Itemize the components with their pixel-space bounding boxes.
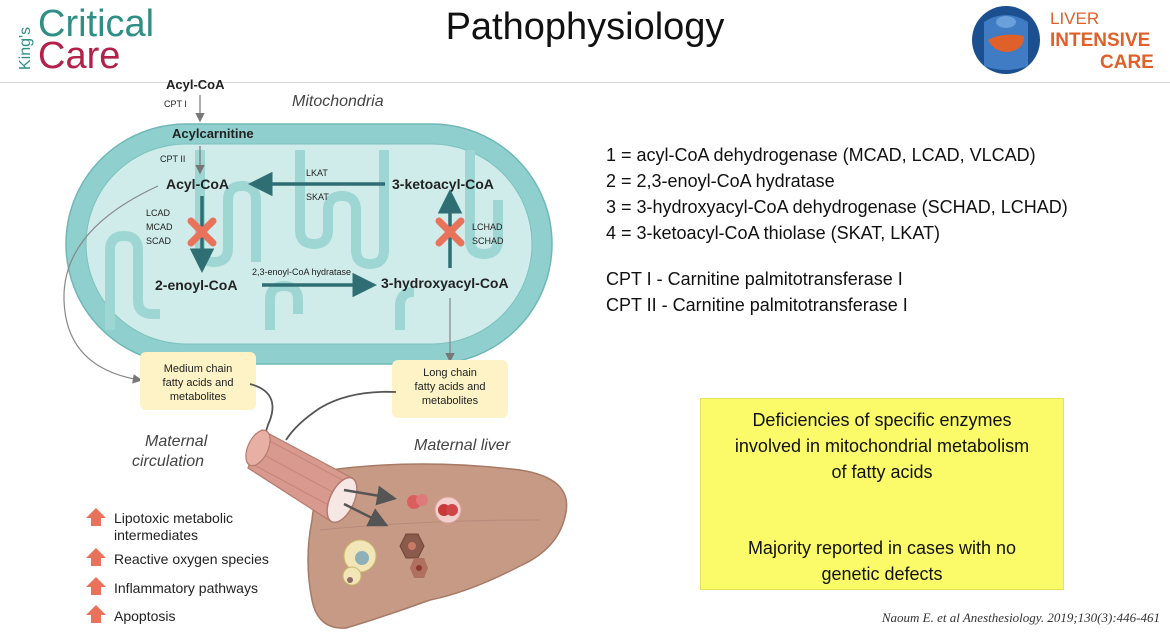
maternal-circulation-line2: circulation [132,453,204,470]
acyl-coa-node: Acyl-CoA [166,176,229,192]
up-arrow-icon [86,577,106,595]
outcome-item: Lipotoxic metabolic intermediates [86,508,233,543]
skat-label: SKAT [306,192,329,202]
acylcarnitine-label: Acylcarnitine [172,126,254,141]
logo-kings-text: King's [17,27,34,70]
legend-item: 1 = acyl-CoA dehydrogenase (MCAD, LCAD, … [606,145,1036,165]
legend-item: 3 = 3-hydroxyacyl-CoA dehydrogenase (SCH… [606,197,1068,217]
long-chain-box: Long chain fatty acids and metabolites [392,360,508,418]
long-chain-connector [285,390,397,441]
block-x-icon [187,217,217,247]
lkat-label: LKAT [306,168,328,178]
ketoacyl-coa-node: 3-ketoacyl-CoA [392,176,494,192]
legend-cpt-item: CPT I - Carnitine palmitotransferase I [606,269,903,289]
medium-chain-line1: Medium chain [164,363,232,375]
outcome-label-line2: intermediates [114,527,198,543]
long-chain-line3: metabolites [422,395,479,407]
cpt2-label: CPT II [160,154,185,164]
block-x-icon [435,217,465,247]
page-title: Pathophysiology [445,6,725,48]
mcad-label: MCAD [146,222,173,232]
outcome-label-line1: Lipotoxic metabolic [114,510,233,526]
outcome-label: Reactive oxygen species [114,551,269,567]
enoyl-coa-node: 2-enoyl-CoA [155,277,237,293]
maternal-circulation-line1: Maternal [145,433,208,450]
up-arrow-icon [86,548,106,566]
callout-line: genetic defects [821,564,943,584]
up-arrow-icon [86,508,106,526]
logo-intensive-text: INTENSIVE [1050,30,1150,51]
header-divider [0,82,1170,83]
callout-line: of fatty acids [831,462,933,482]
hydroxyacyl-coa-node: 3-hydroxyacyl-CoA [381,275,509,291]
long-chain-line1: Long chain [423,367,477,379]
top-acyl-coa-label: Acyl-CoA [166,77,225,92]
deficiency-callout-box: Deficiencies of specific enzymes involve… [700,398,1064,590]
long-chain-line2: fatty acids and [415,381,486,393]
schad-label: SCHAD [472,236,504,246]
lchad-label: LCHAD [472,222,503,232]
enzyme-legend: 1 = acyl-CoA dehydrogenase (MCAD, LCAD, … [606,142,1068,318]
medium-chain-box: Medium chain fatty acids and metabolites [140,352,256,410]
logo-care-text: Care [38,35,120,72]
outcome-item: Inflammatory pathways [86,577,258,596]
medium-chain-export-arrow [63,185,159,384]
maternal-liver-label: Maternal liver [414,437,511,454]
fatty-acid-oxidation-diagram: Acyl-CoA CPT I Mitochondria Acylcarnitin… [63,77,568,629]
callout-line: involved in mitochondrial metabolism [734,436,1030,456]
citation: Naoum E. et al Anesthesiology. 2019;130(… [881,610,1160,625]
mitochondria-label: Mitochondria [292,93,384,110]
vessel-to-liver-arrow-1 [343,485,397,506]
callout-line: Deficiencies of specific enzymes [752,410,1012,430]
callout-line: Majority reported in cases with no [747,538,1017,558]
legend-cpt-item: CPT II - Carnitine palmitotransferase I [606,295,908,315]
logo-critical-text: Critical [38,3,154,45]
cpt1-label: CPT I [164,99,187,109]
outcome-label: Apoptosis [114,608,175,624]
outcome-item: Apoptosis [86,605,175,624]
outcome-item: Reactive oxygen species [86,548,269,567]
callout-paragraph-2: Majority reported in cases with no genet… [711,535,1053,587]
outcome-label: Inflammatory pathways [114,580,258,596]
hydratase-label: 2,3-enoyl-CoA hydratase [252,267,351,277]
torso-liver-icon [972,6,1040,74]
vessel-to-liver-arrow-2 [343,502,389,527]
medium-chain-line2: fatty acids and [163,377,234,389]
kings-critical-care-logo: King's Critical Care [17,3,154,72]
liver-intensive-care-logo: LIVER INTENSIVE CARE [972,6,1154,74]
maternal-liver [307,463,568,629]
lcad-label: LCAD [146,208,171,218]
callout-paragraph-1: Deficiencies of specific enzymes involve… [711,407,1053,485]
scad-label: SCAD [146,236,172,246]
mitochondrion [65,123,553,365]
legend-item: 4 = 3-ketoacyl-CoA thiolase (SKAT, LKAT) [606,223,940,243]
legend-item: 2 = 2,3-enoyl-CoA hydratase [606,171,835,191]
up-arrow-icon [86,605,106,623]
medium-chain-line3: metabolites [170,391,227,403]
maternal-circulation-vessel [245,429,358,524]
logo-care-right-text: CARE [1100,52,1154,73]
logo-liver-text: LIVER [1050,9,1099,28]
